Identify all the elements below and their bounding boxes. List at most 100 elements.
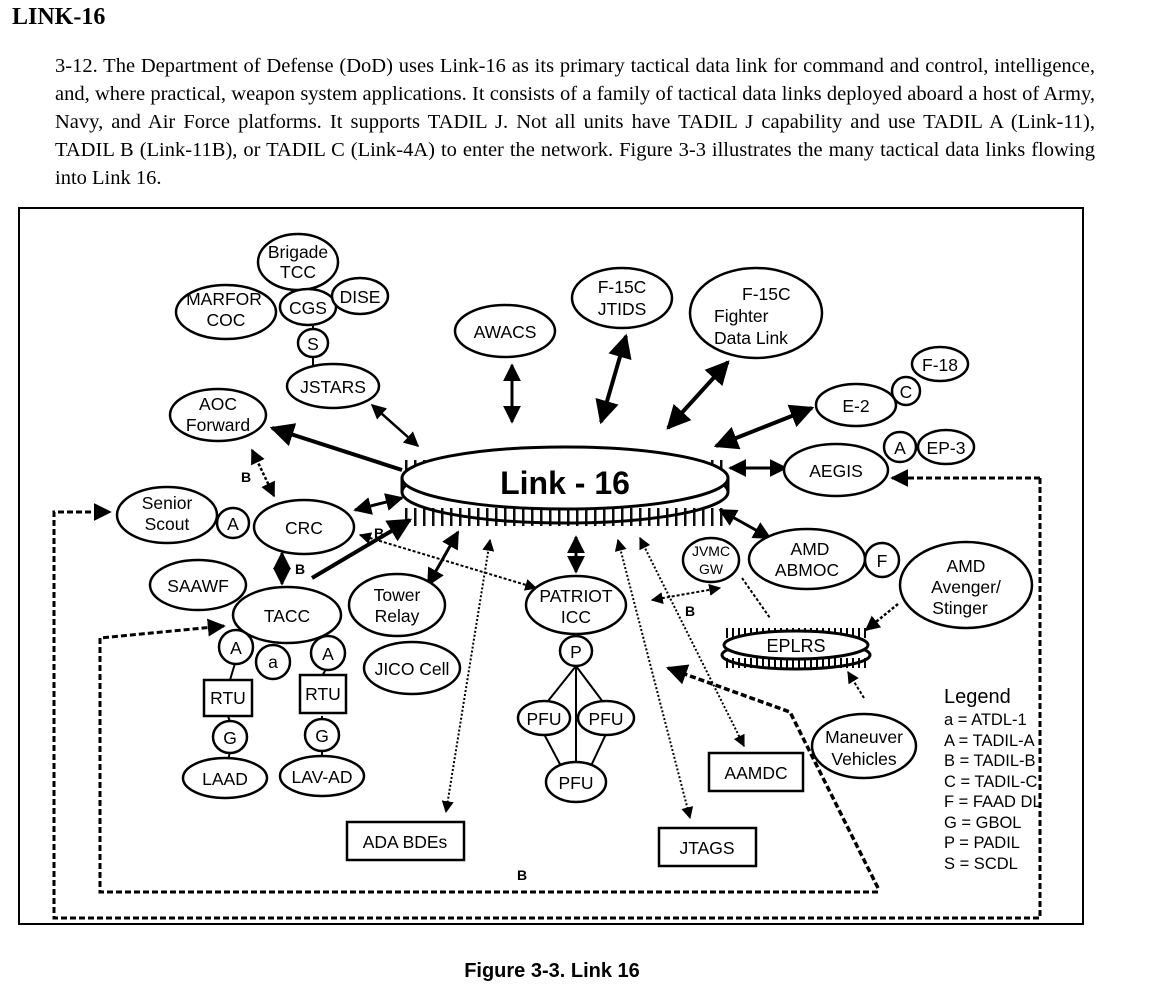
p-label: P <box>570 642 582 662</box>
f18-node <box>910 345 970 383</box>
link-avenger-eplrs <box>864 603 899 631</box>
crc-node <box>252 498 356 556</box>
link-jtags <box>614 538 694 820</box>
amd-abmoc-label-1: AMD <box>791 539 830 559</box>
ep3-label: EP-3 <box>927 438 966 458</box>
a-left-label: A <box>230 638 242 658</box>
p-node <box>558 634 594 668</box>
patriot-icc-label-2: ICC <box>561 607 591 627</box>
maneuver-vehicles-node <box>810 712 918 780</box>
f15c-fighter-label-3: Data Link <box>714 328 788 348</box>
legend-item: C = TADIL-C <box>944 772 1038 791</box>
a-right-label: A <box>322 644 334 664</box>
senior-scout-node <box>115 485 219 545</box>
link-label-crc-tacc: B <box>295 561 305 577</box>
jico-cell-node <box>362 640 462 696</box>
a-scout-label: A <box>227 514 239 534</box>
jico-cell-label: JICO Cell <box>375 659 450 679</box>
ep3-node <box>916 428 976 466</box>
link-crc <box>353 493 404 515</box>
brigade-tcc-label-1: Brigade <box>268 242 328 262</box>
patriot-icc-label-1: PATRIOT <box>539 586 613 606</box>
link-inner-diagonal <box>666 664 880 889</box>
f15c-fighter-label-2: Fighter <box>714 306 769 326</box>
rtu-right-label: RTU <box>305 684 341 704</box>
laad-node <box>181 756 269 800</box>
link-label-crc-patriot: B <box>374 525 384 541</box>
patriot-icc-node <box>524 574 628 636</box>
link-pfu-left-bottom <box>543 733 563 769</box>
a-ep3-label: A <box>894 438 906 458</box>
link-aoc-crc <box>250 448 276 498</box>
maneuver-vehicles-label-1: Maneuver <box>825 727 903 747</box>
legend-item: G = GBOL <box>944 813 1022 832</box>
ada-bdes-box <box>345 820 466 862</box>
tacc-node <box>231 585 343 645</box>
aegis-node <box>782 442 890 498</box>
eplrs-ring: EPLRS <box>720 628 872 671</box>
link-outer-loop <box>52 478 1042 920</box>
awacs-label: AWACS <box>474 322 537 342</box>
tower-relay-node <box>347 572 447 638</box>
jstars-label: JSTARS <box>300 377 366 397</box>
g-left-node <box>211 719 249 755</box>
amd-abmoc-node <box>747 527 867 591</box>
f15c-jtids-label-1: F-15C <box>598 277 647 297</box>
saawf-node <box>148 558 248 612</box>
aegis-label: AEGIS <box>809 461 863 481</box>
aamdc-label: AAMDC <box>724 763 787 783</box>
link-maneuver-eplrs <box>847 670 865 699</box>
crc-label: CRC <box>285 518 323 538</box>
eplrs-label: EPLRS <box>766 636 825 656</box>
link-e2 <box>713 404 815 450</box>
f18-label: F-18 <box>922 355 958 375</box>
f15c-jtids-node <box>570 266 674 330</box>
link-p-pfu-left <box>543 665 577 707</box>
legend-item: a = ATDL-1 <box>944 711 1027 729</box>
link-patriot-jvmc <box>650 583 722 605</box>
aoc-forward-label-2: Forward <box>186 415 250 435</box>
senior-scout-label-2: Scout <box>145 514 190 534</box>
link16-hub: Link - 16 <box>400 445 730 526</box>
s-label: S <box>307 334 319 354</box>
jstars-node <box>285 362 381 410</box>
jvmc-gw-label-2: GW <box>699 561 724 577</box>
senior-scout-label-1: Senior <box>142 493 193 513</box>
f15c-jtids-label-2: JTIDS <box>598 299 647 319</box>
amd-avenger-label-3: Stinger <box>932 598 988 618</box>
pfu-bottom-label: PFU <box>559 773 594 793</box>
a-scout-node <box>215 506 251 540</box>
cgs-label: CGS <box>289 298 327 318</box>
jtags-label: JTAGS <box>679 838 734 858</box>
awacs-node <box>453 303 557 359</box>
link-inner-loop <box>98 618 878 894</box>
c-label: C <box>900 382 913 402</box>
pfu-bottom-node <box>544 760 608 804</box>
jvmc-gw-label-1: JVMC <box>692 543 730 559</box>
pfu-left-label: PFU <box>527 709 562 729</box>
link-tower-relay <box>426 530 460 587</box>
marfor-coc-node <box>174 283 278 341</box>
f15c-fighter-node <box>688 266 824 360</box>
dise-node <box>330 276 390 316</box>
legend-item: B = TADIL-B <box>944 752 1036 770</box>
rtu-right-box <box>298 673 348 715</box>
dise-label: DISE <box>340 287 381 307</box>
a-right-node <box>309 634 347 672</box>
e2-label: E-2 <box>842 396 869 416</box>
legend-item: F = FAAD DL <box>944 793 1042 811</box>
pfu-right-label: PFU <box>589 709 624 729</box>
tower-relay-label-2: Relay <box>375 606 420 626</box>
f15c-fighter-label-1: F-15C <box>742 284 791 304</box>
s-node <box>296 327 330 359</box>
c-node <box>890 375 922 407</box>
g-right-node <box>303 717 341 753</box>
link-aamdc <box>639 536 745 748</box>
figure-frame <box>18 207 1084 925</box>
jtags-box <box>657 826 758 868</box>
legend-item: P = PADIL <box>944 834 1020 852</box>
pfu-right-node <box>576 699 636 737</box>
legend-title: Legend <box>944 686 1011 708</box>
f-label: F <box>877 551 888 571</box>
marfor-coc-label-2: COC <box>207 310 246 330</box>
